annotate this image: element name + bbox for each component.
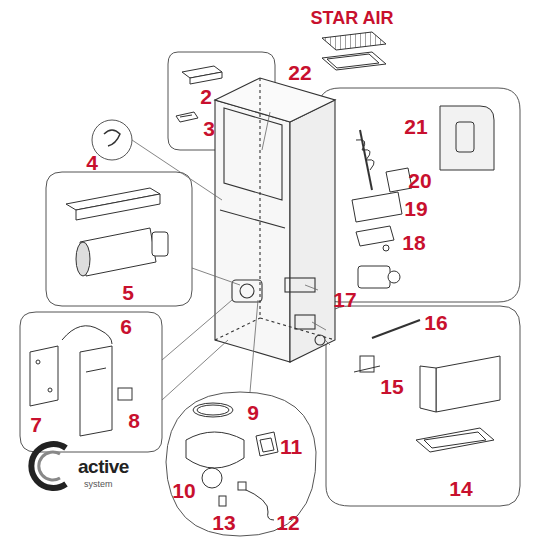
callout-number: 10 <box>172 480 195 501</box>
callout-number: 11 <box>280 436 302 457</box>
detail-bubble <box>326 306 520 506</box>
fan-part <box>186 403 278 520</box>
callout-number: 8 <box>128 410 140 431</box>
roller-part <box>66 188 168 276</box>
detail-bubble <box>318 88 520 302</box>
feeder-part <box>352 106 494 288</box>
diagram-title: STAR AIR <box>311 9 394 27</box>
leader-line <box>132 112 330 400</box>
stove-cabinet <box>215 78 335 362</box>
callout-number: 21 <box>404 116 427 137</box>
callout-number: 5 <box>122 282 134 303</box>
burner-part <box>354 320 500 452</box>
callout-number: 12 <box>276 512 299 533</box>
callout-number: 7 <box>30 414 42 435</box>
callout-number: 3 <box>203 118 215 139</box>
callout-number: 6 <box>120 316 132 337</box>
callout-number: 15 <box>380 376 403 397</box>
logo-mark <box>31 444 66 488</box>
detail-bubble <box>46 172 192 306</box>
detail-bubble <box>20 312 162 452</box>
callout-number: 18 <box>402 232 425 253</box>
callout-number: 17 <box>333 289 356 310</box>
callout-number: 19 <box>404 198 427 219</box>
callout-number: 2 <box>200 86 212 107</box>
detail-bubble <box>92 120 132 160</box>
logo-text: active <box>78 457 129 476</box>
electronics-part <box>30 326 132 436</box>
callout-number: 13 <box>212 512 235 533</box>
callout-number: 16 <box>424 312 447 333</box>
callout-number: 20 <box>408 170 431 191</box>
detail-bubble <box>166 392 316 536</box>
small-part <box>176 66 222 122</box>
logo-text: system <box>84 480 113 489</box>
callout-number: 9 <box>247 402 259 423</box>
callout-number: 14 <box>449 478 472 499</box>
callout-number: 4 <box>86 152 98 173</box>
clip-part <box>104 130 120 146</box>
grill-part <box>322 32 386 70</box>
callout-number: 22 <box>288 62 311 83</box>
